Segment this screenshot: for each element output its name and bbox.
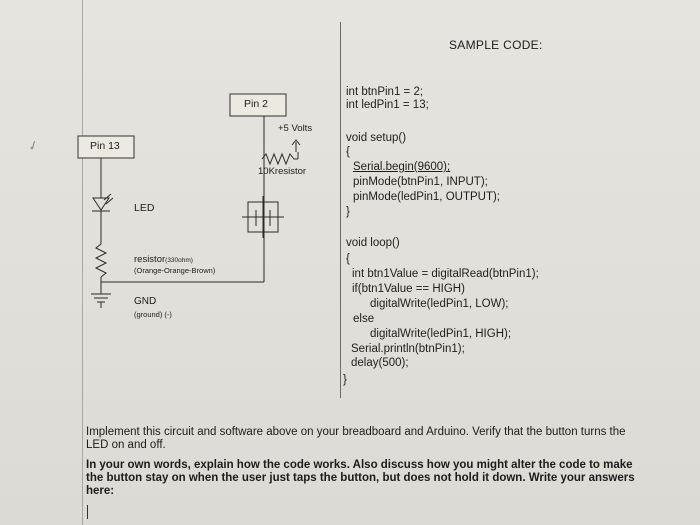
margin-line (82, 0, 83, 525)
column-divider (340, 22, 341, 398)
resistor-colors-label: (Orange-Orange-Brown) (134, 266, 216, 275)
page-title: SAMPLE CODE: (449, 38, 543, 52)
code-line: { (346, 253, 350, 265)
resistor-10k-symbol (261, 152, 298, 166)
code-line: } (343, 374, 347, 386)
resistor-10k-label: 10Kresistor (258, 166, 307, 177)
code-line: { (346, 146, 350, 158)
code-line: delay(500); (351, 357, 409, 369)
resistor-value: (330ohm) (165, 257, 193, 264)
volts-label: +5 Volts (278, 123, 313, 134)
pin13-label: Pin 13 (90, 140, 120, 152)
question-paragraph: In your own words, explain how the code … (86, 459, 635, 497)
led-symbol (92, 197, 110, 211)
resistor-330-symbol (94, 243, 108, 278)
resistor-word: resistor (134, 254, 166, 265)
code-line: Serial.begin(9600); (353, 161, 451, 173)
code-line: int btnPin1 = 2; (346, 86, 424, 98)
code-line: pinMode(ledPin1, OUTPUT); (353, 191, 500, 203)
code-line: else (353, 313, 375, 325)
text-cursor[interactable] (87, 505, 88, 519)
resistor-label: resistor(330ohm) (134, 254, 193, 265)
code-line: int ledPin1 = 13; (346, 99, 429, 111)
pin13-box (77, 135, 135, 159)
code-line: Serial.println(btnPin1); (351, 343, 465, 355)
gnd-label: GND (134, 296, 157, 307)
instruction-paragraph: Implement this circuit and software abov… (86, 426, 626, 451)
code-line: pinMode(btnPin1, INPUT); (353, 176, 488, 188)
code-line: } (346, 206, 350, 218)
pin2-box (229, 93, 287, 117)
code-line: if(btn1Value == HIGH) (352, 283, 465, 295)
pin2-label: Pin 2 (244, 98, 268, 110)
led-label: LED (134, 202, 155, 214)
ground-label: (ground) (-) (134, 310, 172, 319)
code-line: void loop() (346, 237, 400, 249)
code-line: digitalWrite(ledPin1, HIGH); (370, 328, 512, 340)
code-line: int btn1Value = digitalRead(btnPin1); (352, 268, 539, 280)
code-line: digitalWrite(ledPin1, LOW); (370, 298, 509, 310)
code-line: void setup() (346, 132, 407, 144)
